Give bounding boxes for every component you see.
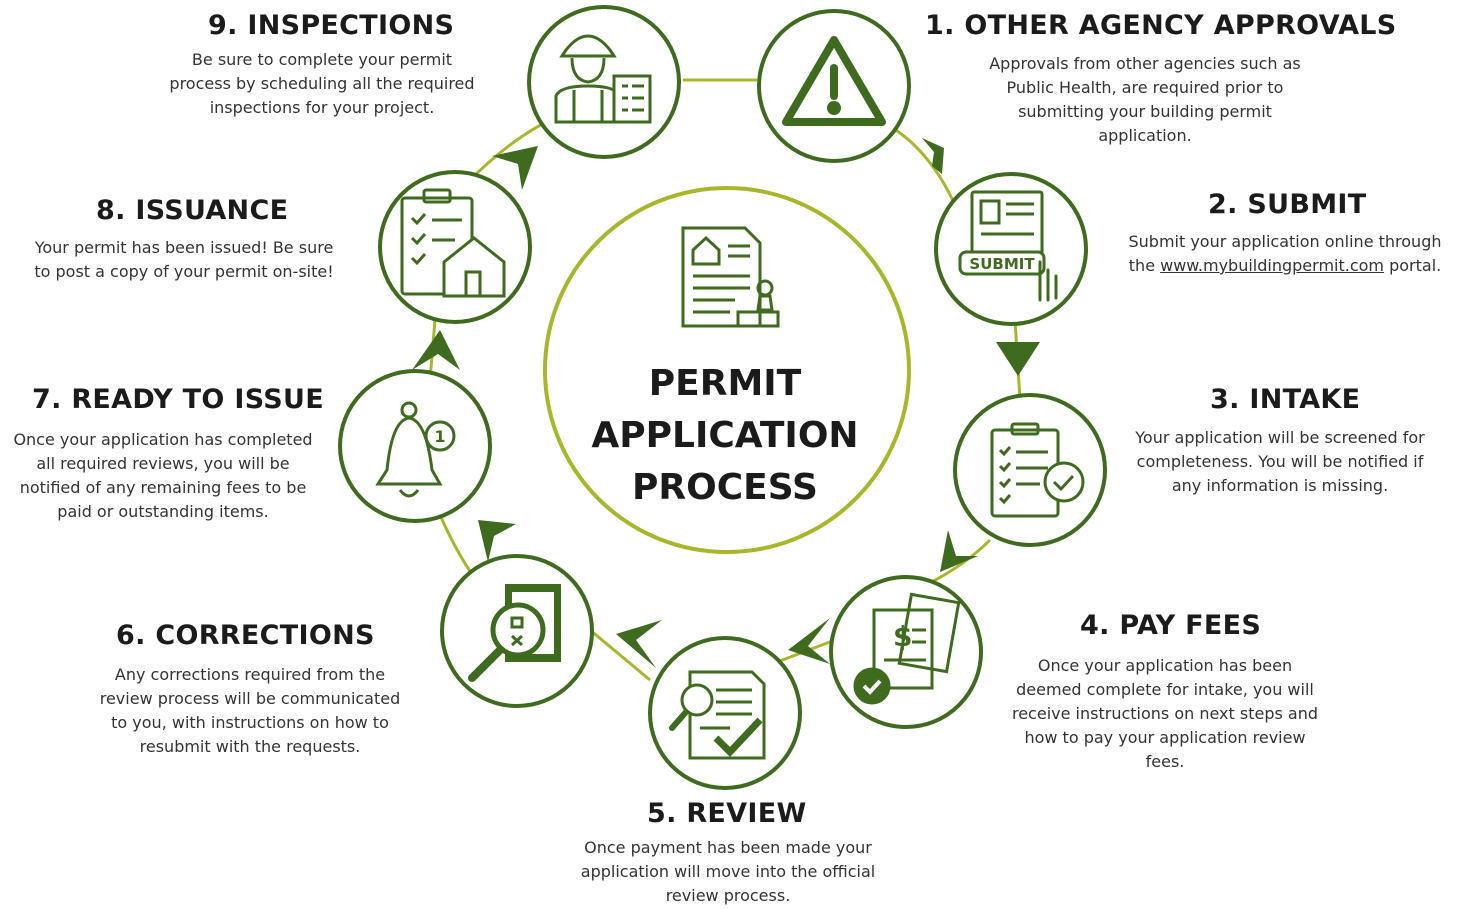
step-6-title: 6. CORRECTIONS [116,620,375,651]
desc-line: review process will be communicated [99,689,401,708]
arrow-7-8 [412,330,460,370]
center-title-line: PERMIT [648,363,802,404]
desc-line: Your permit has been issued! Be sure [34,238,334,257]
arrow-2-3 [996,342,1040,376]
arrow-3-4 [940,530,978,572]
center-title-line: PROCESS [632,467,818,508]
mybuildingpermit-link[interactable]: www.mybuildingpermit.com [1160,256,1384,275]
step-2-desc: Submit your application online through t… [1110,230,1460,278]
desc-text: the [1128,256,1161,275]
permit-house-icon [400,188,506,298]
step-2-circle [934,172,1088,326]
arrow-1-2 [922,138,944,174]
step-8-desc: Your permit has been issued! Be sure to … [14,236,354,284]
svg-text:$: $ [893,620,912,653]
desc-line: process by scheduling all the required [169,74,475,93]
step-7-desc: Once your application has completed all … [2,428,324,524]
bell-badge-count: 1 [434,427,445,446]
arrow-8-9 [492,146,538,190]
flow-arrows [412,138,1040,668]
desc-line: any information is missing. [1171,476,1389,495]
step-9-circle [527,5,681,159]
notification-bell-icon: 1 [375,401,456,498]
step-7-title: 7. READY TO ISSUE [32,384,324,415]
warning-triangle-icon [782,36,886,126]
desc-line: Be sure to complete your permit [191,50,453,69]
desc-line: review process. [665,886,791,905]
step-2-title: 2. SUBMIT [1208,189,1367,220]
step-3-circle [953,393,1107,547]
desc-line: submitting your building permit [1018,102,1272,121]
center-title-line: APPLICATION [591,415,859,456]
desc-line: the www.mybuildingpermit.com portal. [1110,254,1460,278]
step-7-circle [338,369,492,523]
step-4-title: 4. PAY FEES [1080,610,1262,641]
desc-line: Once your application has been [1037,656,1293,675]
desc-line: deemed complete for intake, you will [1016,680,1314,699]
desc-line: application will move into the official [580,862,876,881]
desc-line: Approvals from other agencies such as [989,54,1301,73]
desc-line: fees. [1145,752,1185,771]
submit-icon-label: SUBMIT [969,255,1035,273]
desc-line: resubmit with the requests. [139,737,361,756]
desc-line: Public Health, are required prior to [1006,78,1284,97]
magnifier-checklist-icon [468,584,561,682]
step-8-title: 8. ISSUANCE [96,195,289,226]
inspector-worker-icon [554,34,652,124]
desc-line: receive instructions on next steps and [1011,704,1318,723]
desc-line: Once payment has been made your [584,838,872,857]
invoice-dollar-icon: $ [853,592,961,705]
desc-line: how to pay your application review [1024,728,1306,747]
desc-line: all required reviews, you will be [36,454,290,473]
step-3-desc: Your application will be screened for co… [1110,426,1450,498]
desc-line: to you, with instructions on how to [111,713,389,732]
step-5-desc: Once payment has been made your applicat… [553,836,903,908]
desc-line: Any corrections required from the [114,665,386,684]
center-circle [543,186,911,554]
arrow-5-6 [616,620,662,668]
document-review-icon [669,670,766,760]
desc-line: to post a copy of your permit on-site! [34,262,334,281]
step-3-title: 3. INTAKE [1210,384,1361,415]
desc-line: completeness. You will be notified if [1136,452,1424,471]
permit-document-stamp-icon [681,226,780,328]
desc-line: application. [1098,126,1192,145]
checklist-clipboard-icon [990,422,1085,518]
center-title: PERMIT APPLICATION PROCESS [560,358,890,514]
step-4-desc: Once your application has been deemed co… [995,654,1335,774]
step-5-title: 5. REVIEW [647,798,807,829]
desc-line: paid or outstanding items. [57,502,269,521]
desc-line: Once your application has completed [13,430,313,449]
desc-line: notified of any remaining fees to be [19,478,307,497]
arrow-6-7 [478,520,516,562]
desc-line: Submit your application online through [1128,232,1442,251]
step-1-desc: Approvals from other agencies such as Pu… [965,52,1325,148]
step-9-desc: Be sure to complete your permit process … [152,48,492,120]
step-9-title: 9. INSPECTIONS [208,10,455,41]
arrow-4-5 [788,618,830,664]
step-1-title: 1. OTHER AGENCY APPROVALS [925,10,1397,41]
desc-text: portal. [1384,256,1442,275]
step-6-desc: Any corrections required from the review… [80,663,420,759]
desc-line: inspections for your project. [209,98,435,117]
submit-form-icon: SUBMIT [958,190,1058,302]
desc-line: Your application will be screened for [1135,428,1425,447]
